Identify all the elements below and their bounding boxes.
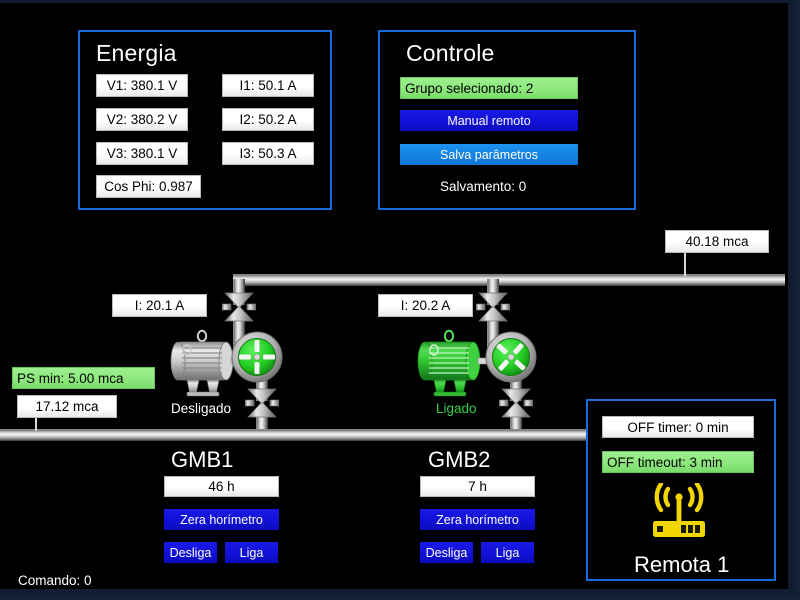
grupo-selecionado-field: Grupo selecionado: 2 bbox=[400, 77, 578, 99]
gmb1-liga-button[interactable]: Liga bbox=[225, 542, 278, 563]
gmb2-liga-button[interactable]: Liga bbox=[481, 542, 534, 563]
gmb2-horimetro-field: 7 h bbox=[420, 476, 535, 497]
gmb1-zera-horimetro-button[interactable]: Zera horímetro bbox=[164, 509, 279, 530]
energia-title: Energia bbox=[96, 40, 177, 66]
remota-off-timeout-field: OFF timeout: 3 min bbox=[602, 451, 754, 473]
gmb1-current-field: I: 20.1 A bbox=[112, 294, 207, 317]
suction-pressure-stub bbox=[35, 417, 37, 431]
gmb1-desliga-button[interactable]: Desliga bbox=[164, 542, 217, 563]
salva-parametros-button[interactable]: Salva parâmetros bbox=[400, 144, 578, 165]
discharge-pressure-stub bbox=[684, 252, 686, 276]
window-chrome-bottom bbox=[0, 589, 800, 600]
controle-title: Controle bbox=[406, 40, 495, 66]
ps-min-field: PS min: 5.00 mca bbox=[12, 367, 155, 389]
discharge-pressure-field: 40.18 mca bbox=[665, 230, 769, 253]
gmb1-state-label: Desligado bbox=[171, 401, 232, 416]
gmb2-discharge-valve[interactable] bbox=[475, 290, 511, 324]
gmb1-pump[interactable] bbox=[224, 325, 290, 394]
gmb2-zera-horimetro-button[interactable]: Zera horímetro bbox=[420, 509, 535, 530]
suction-header-pipe bbox=[0, 429, 590, 441]
remota-title: Remota 1 bbox=[634, 552, 730, 577]
gmb1-suction-valve[interactable] bbox=[244, 386, 280, 420]
remota-router-wifi-icon bbox=[641, 481, 717, 554]
gmb2-suction-valve[interactable] bbox=[498, 386, 534, 420]
energia-v2-field: V2: 380.2 V bbox=[96, 108, 188, 131]
gmb2-current-field: I: 20.2 A bbox=[378, 294, 473, 317]
gmb1-discharge-valve[interactable] bbox=[221, 290, 257, 324]
energia-i2-field: I2: 50.2 A bbox=[222, 108, 314, 131]
gmb2-motor[interactable] bbox=[412, 328, 491, 403]
manual-remoto-button[interactable]: Manual remoto bbox=[400, 110, 578, 131]
window-chrome-top bbox=[0, 0, 800, 3]
remota-off-timer-field: OFF timer: 0 min bbox=[602, 416, 754, 438]
energia-v1-field: V1: 380.1 V bbox=[96, 74, 188, 97]
hmi-canvas: Energia V1: 380.1 V V2: 380.2 V V3: 380.… bbox=[0, 3, 788, 589]
energia-i3-field: I3: 50.3 A bbox=[222, 142, 314, 165]
discharge-header-pipe bbox=[233, 274, 785, 286]
window-chrome-right bbox=[788, 0, 800, 600]
gmb2-state-label: Ligado bbox=[436, 401, 477, 416]
gmb1-title: GMB1 bbox=[171, 447, 234, 472]
energia-v3-field: V3: 380.1 V bbox=[96, 142, 188, 165]
energia-i1-field: I1: 50.1 A bbox=[222, 74, 314, 97]
comando-status: Comando: 0 bbox=[18, 573, 92, 588]
energia-cosphi-field: Cos Phi: 0.987 bbox=[96, 175, 201, 198]
suction-pressure-field: 17.12 mca bbox=[17, 395, 117, 418]
gmb2-desliga-button[interactable]: Desliga bbox=[420, 542, 473, 563]
gmb2-pump[interactable] bbox=[478, 325, 544, 394]
salvamento-status: Salvamento: 0 bbox=[440, 179, 527, 194]
gmb1-horimetro-field: 46 h bbox=[164, 476, 279, 497]
gmb2-title: GMB2 bbox=[428, 447, 491, 472]
